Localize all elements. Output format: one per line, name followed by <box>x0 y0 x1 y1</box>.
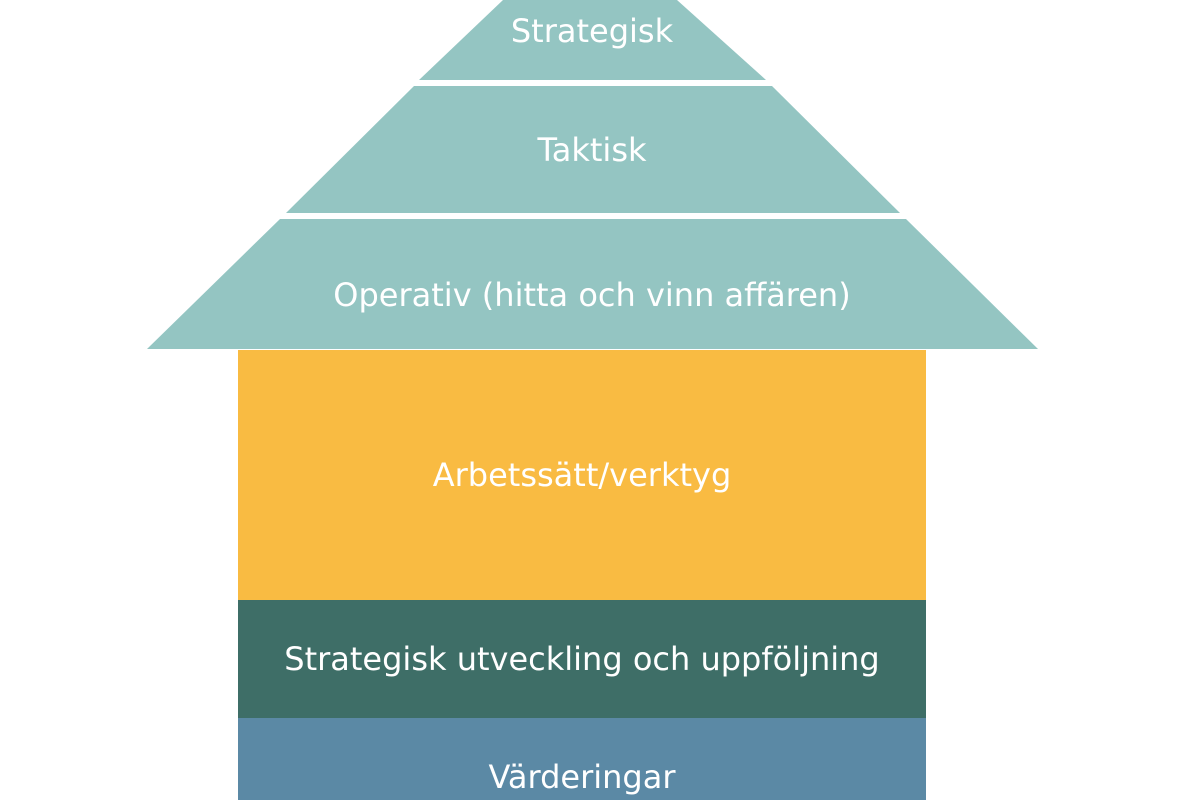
band-followup-label: Strategisk utveckling och uppföljning <box>284 640 880 678</box>
roof-label-tactical: Taktisk <box>536 131 647 169</box>
band-values: Värderingar <box>238 718 926 800</box>
band-methods-label: Arbetssätt/verktyg <box>432 456 732 494</box>
roof-label-operative: Operativ (hitta och vinn affären) <box>333 276 850 314</box>
band-strategic-followup: Strategisk utveckling och uppföljning <box>238 600 926 718</box>
roof-level-tactical <box>286 86 900 213</box>
roof-level-operative <box>147 219 1038 349</box>
roof-level-strategic <box>419 0 766 80</box>
band-values-label: Värderingar <box>488 758 676 796</box>
band-methods-tools: Arbetssätt/verktyg <box>238 350 926 600</box>
roof-label-strategic: Strategisk <box>511 12 674 50</box>
